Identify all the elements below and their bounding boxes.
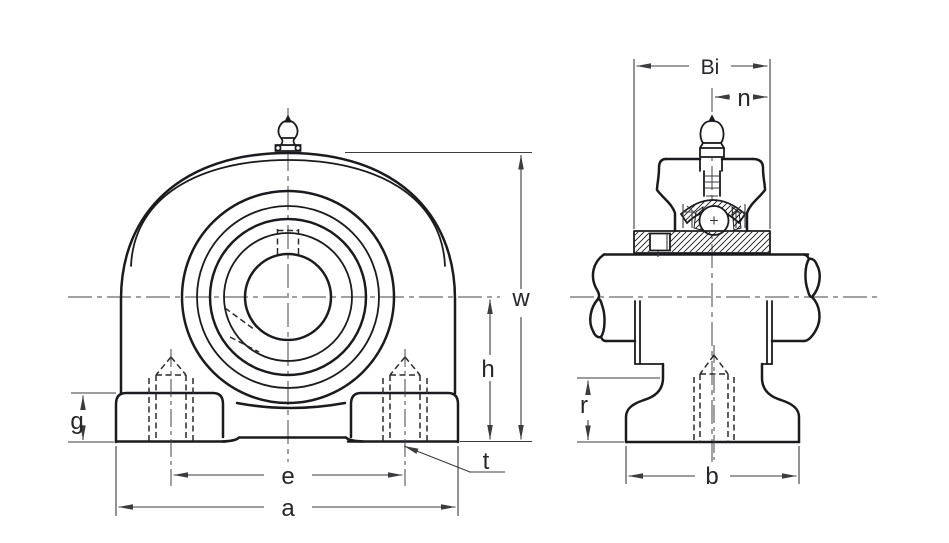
shaft-right-break (804, 257, 821, 299)
right-cage-section (731, 205, 742, 231)
housing-cap-side (655, 157, 767, 233)
pedestal-right-profile (760, 362, 801, 444)
cap-left-profile (655, 157, 677, 233)
dimension-g: g (68, 392, 116, 443)
a-extensions (115, 446, 459, 516)
front-view (68, 108, 500, 486)
right-seal (730, 204, 746, 228)
left-tapped-hole (148, 349, 194, 486)
bearing-section (633, 199, 771, 257)
dimension-n: n (715, 85, 768, 112)
collar-section-hatch (635, 232, 649, 252)
grease-fitting-stem (699, 158, 723, 197)
dimension-label-h: h (481, 356, 494, 383)
set-screw-detail (657, 233, 668, 257)
grease-fitting-tip (284, 114, 292, 123)
dimension-label-g: g (70, 408, 83, 435)
housing-bottom-arc (235, 401, 347, 410)
dimension-label-n: n (737, 85, 750, 112)
housing-seat-inner-circle (196, 205, 380, 389)
grease-fitting-body (277, 119, 299, 146)
dimensions: w h g e a (68, 56, 800, 522)
base-left-foot (114, 391, 225, 444)
side-view (570, 88, 877, 462)
b-extensions (625, 446, 800, 484)
dimension-t: t (403, 445, 505, 475)
dimension-label-r: r (580, 392, 588, 419)
dimension-e: e (173, 463, 403, 490)
housing-dome-outline (119, 151, 457, 395)
right-tapped-hole (382, 349, 428, 486)
dimension-a: a (115, 446, 459, 522)
flange-right-fillet (294, 144, 302, 152)
inner-ring-outline (633, 230, 771, 254)
dimension-label-a: a (281, 495, 295, 522)
grease-fitting-hex-side (699, 142, 725, 158)
housing-seat-outer-circle (180, 189, 396, 405)
base-center-relief-step (220, 436, 365, 443)
angled-set-screw-hidden (224, 307, 260, 353)
dimension-label-b: b (705, 463, 718, 490)
flange-left-fillet (274, 144, 282, 152)
cap-right-profile (745, 157, 767, 233)
dimension-w: w (345, 151, 532, 443)
housing-casting-arc (130, 159, 446, 267)
shaft-bore-circle (243, 252, 333, 342)
pedestal-base-side (624, 300, 801, 460)
ball-center-mark (710, 216, 718, 225)
dimension-label-t: t (483, 448, 490, 475)
grease-fitting-front (274, 114, 302, 152)
top-set-screw-hidden (276, 229, 300, 254)
shaft-left-break (589, 297, 606, 339)
base-tapped-hole-point (699, 354, 729, 375)
dimension-h: h (481, 299, 495, 440)
grease-fitting-threads (704, 175, 720, 197)
dimension-r: r (577, 377, 660, 443)
dimension-label-bi: Bi (701, 56, 720, 79)
inner-ring-circle (223, 232, 353, 362)
inner-ring-section-hatch (670, 232, 769, 252)
pedestal-left-profile (624, 362, 665, 444)
outer-ring-circle (208, 217, 368, 377)
grease-fitting-side (699, 114, 725, 197)
left-seal (682, 204, 698, 228)
dimension-bi: Bi (633, 56, 771, 229)
shaft (589, 253, 821, 343)
dimension-label-w: w (511, 285, 530, 312)
dimension-b: b (625, 446, 800, 490)
grease-fitting-ball-side (699, 120, 725, 144)
bi-extensions (633, 59, 771, 229)
grease-fitting-tip-side (708, 114, 716, 122)
set-screw-side (649, 232, 671, 252)
base-tapped-hole-walls (693, 374, 735, 442)
dimension-label-e: e (281, 463, 294, 490)
housing-cylinder-silhouette (634, 300, 773, 365)
